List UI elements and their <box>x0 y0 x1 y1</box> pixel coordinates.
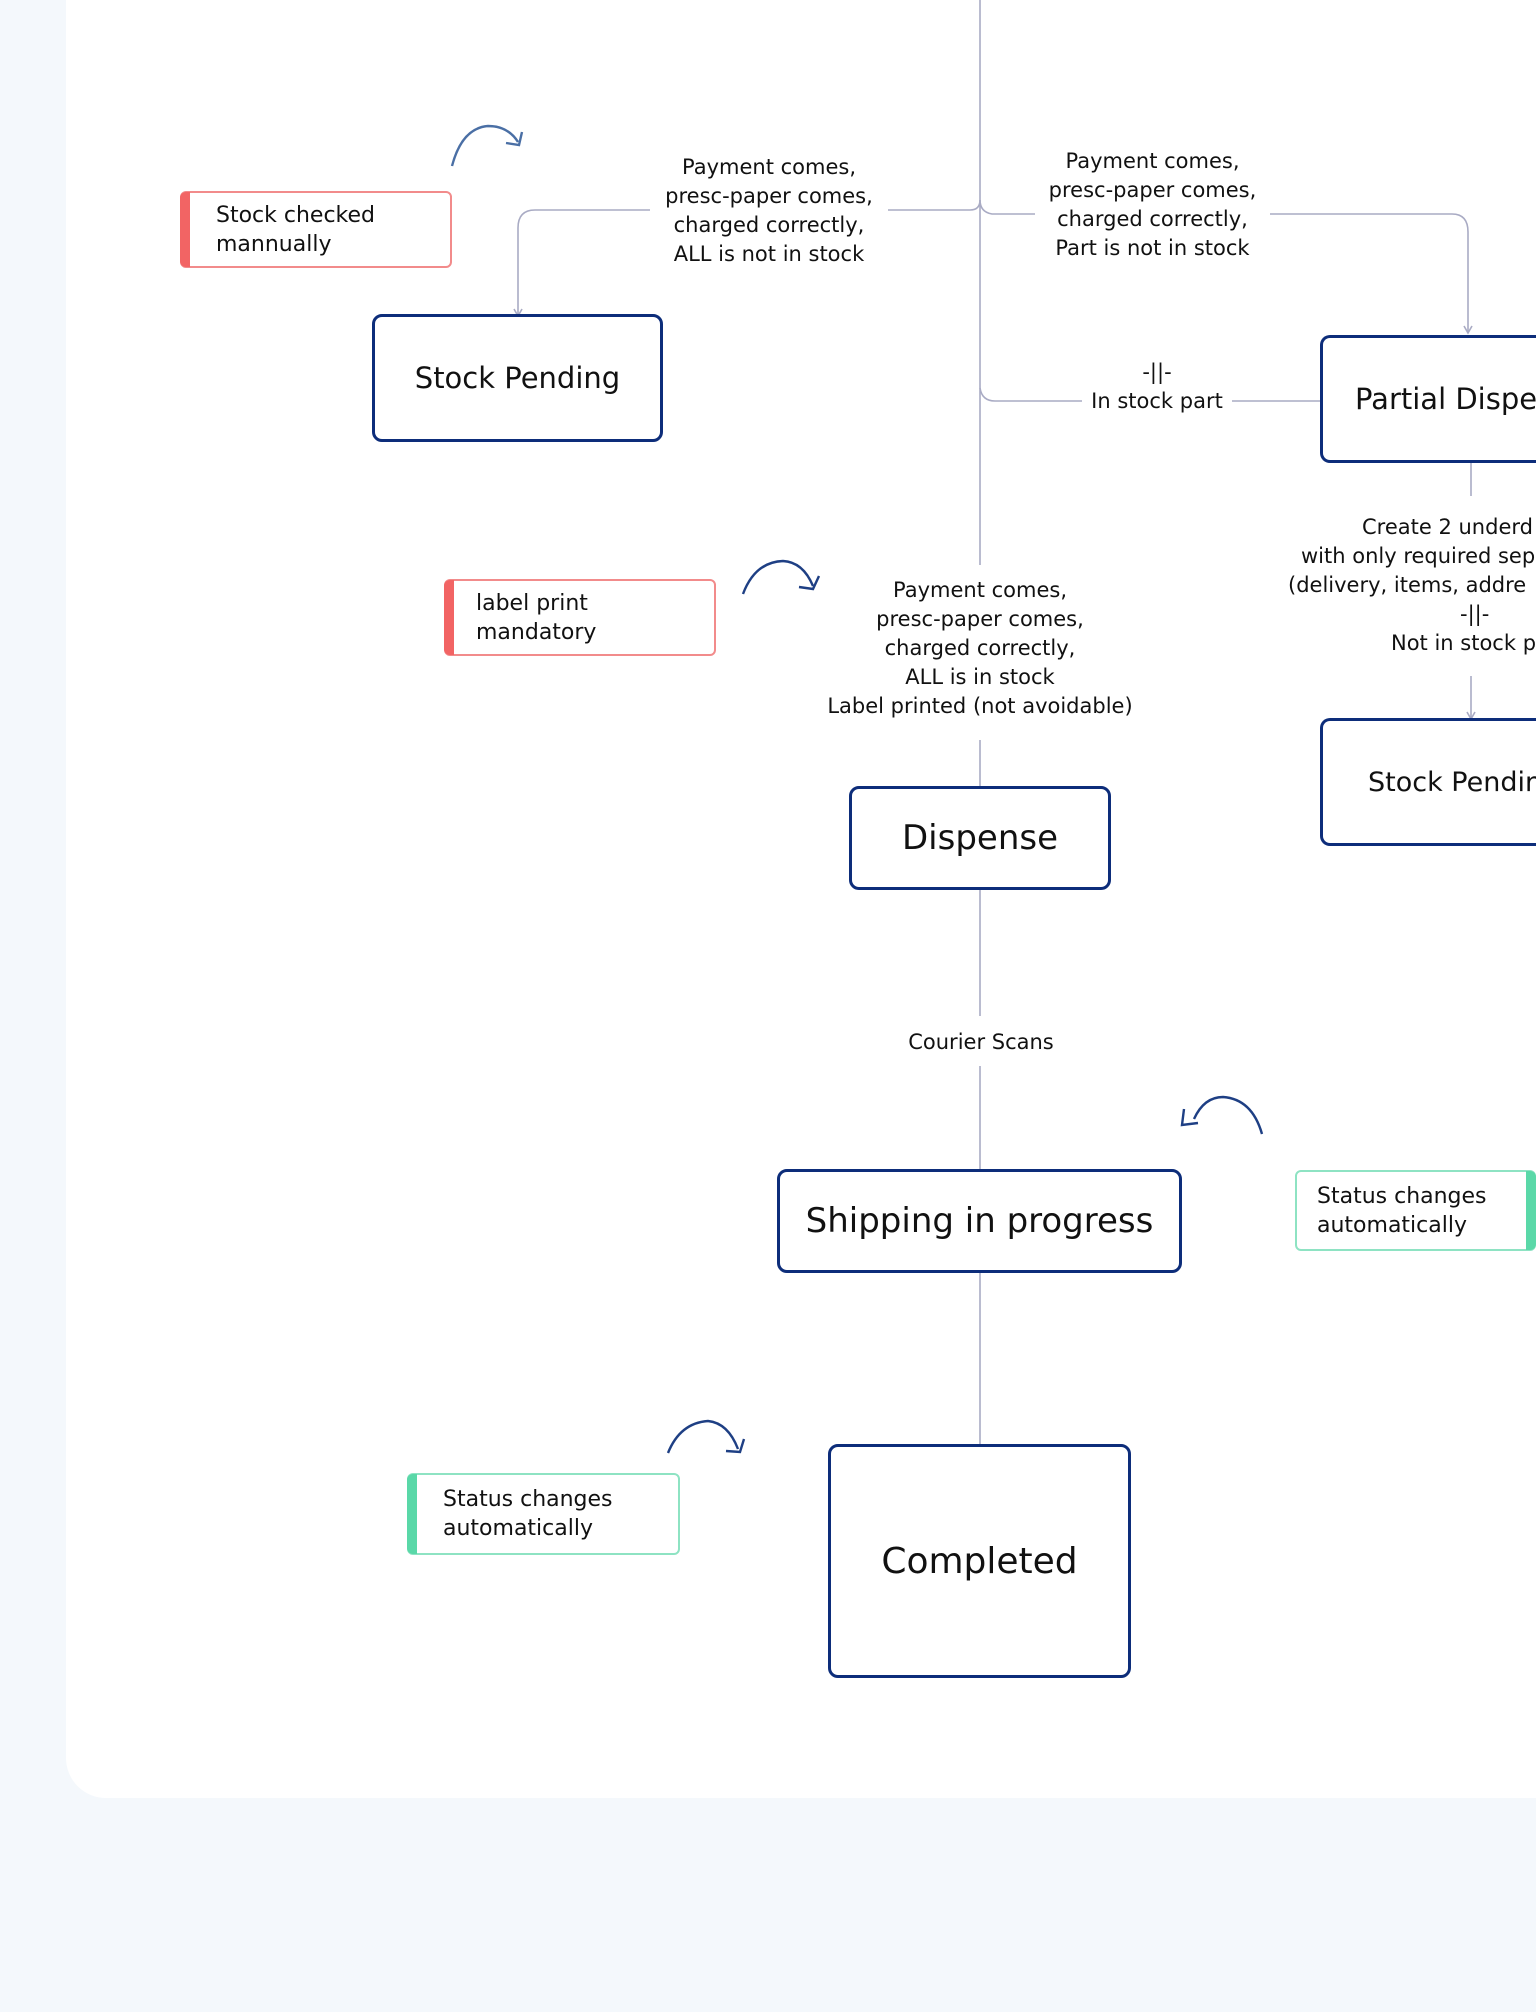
edge-label-create-orders: Create 2 underd with only required sep (… <box>1288 513 1536 658</box>
curved-arrow-icon <box>666 1419 746 1454</box>
dispense-label: Dispense <box>901 818 1059 858</box>
note-status-auto-right: Status changes automatically <box>1295 1170 1536 1251</box>
completed-label: Completed <box>881 1540 1078 1582</box>
edge-label-in-stock: -||- In stock part <box>1082 358 1232 416</box>
edge-label-partial: Payment comes, presc-paper comes, charge… <box>1035 147 1270 263</box>
shipping-label: Shipping in progress <box>805 1201 1154 1241</box>
edge-label-courier: Courier Scans <box>890 1026 1072 1058</box>
completed-node[interactable]: Completed <box>828 1444 1131 1678</box>
dispense-node[interactable]: Dispense <box>849 786 1111 890</box>
edge-label-dispense: Payment comes, presc-paper comes, charge… <box>812 576 1148 721</box>
curved-arrow-icon <box>1180 1095 1264 1135</box>
partial-dispense-node[interactable]: Partial Dispen <box>1320 335 1536 463</box>
stock-pending-node[interactable]: Stock Pending <box>372 314 663 442</box>
curved-arrow-icon <box>450 124 524 167</box>
note-status-auto-left: Status changes automatically <box>407 1473 680 1555</box>
stock-pending-right-label: Stock Pendin <box>1368 766 1536 798</box>
stock-pending-right-node[interactable]: Stock Pendin <box>1320 718 1536 846</box>
stock-pending-label: Stock Pending <box>414 361 621 395</box>
shipping-node[interactable]: Shipping in progress <box>777 1169 1182 1273</box>
diagram-canvas <box>66 0 1536 1798</box>
edge-label-stock-pending: Payment comes, presc-paper comes, charge… <box>650 153 888 269</box>
curved-arrow-icon <box>741 559 821 595</box>
partial-dispense-label: Partial Dispen <box>1355 382 1536 416</box>
note-label-print: label print mandatory <box>444 579 716 656</box>
note-stock-checked: Stock checked mannually <box>180 191 452 268</box>
